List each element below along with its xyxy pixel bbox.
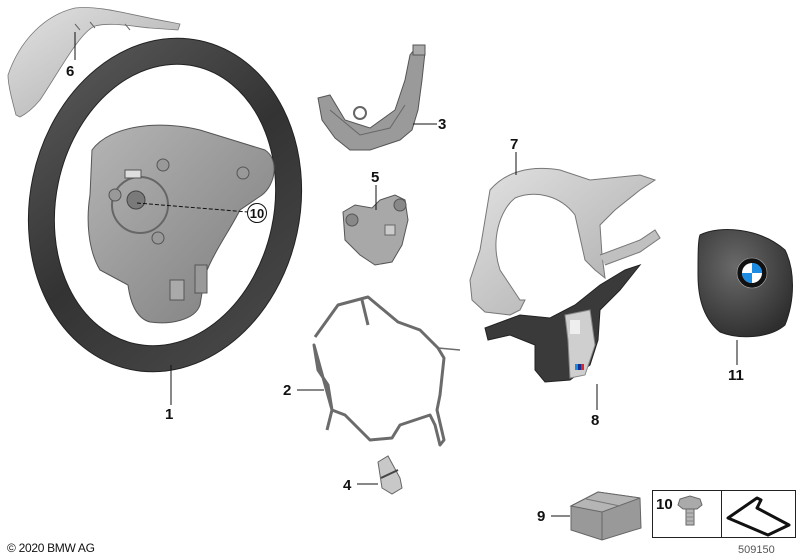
kit-frame bbox=[652, 490, 796, 538]
part-3-bracket[interactable] bbox=[317, 44, 426, 151]
callout-11[interactable]: 11 bbox=[728, 367, 744, 384]
part-6-trim-cover[interactable] bbox=[7, 7, 181, 118]
callout-10-kit[interactable]: 10 bbox=[656, 496, 673, 513]
part-7-trim-frame[interactable] bbox=[469, 167, 661, 316]
part-8-m-trim[interactable] bbox=[484, 263, 642, 383]
kit-divider bbox=[721, 490, 722, 538]
callout-10-circled[interactable]: 10 bbox=[247, 203, 267, 223]
copyright-text: © 2020 BMW AG bbox=[7, 541, 95, 555]
callout-2[interactable]: 2 bbox=[283, 382, 292, 399]
part-5-plate[interactable] bbox=[342, 194, 409, 266]
callout-8[interactable]: 8 bbox=[591, 412, 600, 429]
torque-direction-icon bbox=[726, 496, 791, 537]
callout-7[interactable]: 7 bbox=[510, 136, 519, 153]
callout-1[interactable]: 1 bbox=[165, 406, 174, 423]
part-10-bolt[interactable] bbox=[677, 495, 703, 526]
callout-5[interactable]: 5 bbox=[371, 169, 380, 186]
part-9-box[interactable] bbox=[569, 491, 642, 541]
leader-line-10 bbox=[136, 202, 249, 213]
part-2-wiring-harness[interactable] bbox=[312, 295, 461, 447]
part-1-steering-wheel[interactable] bbox=[0, 13, 332, 398]
part-4-sleeve[interactable] bbox=[377, 455, 403, 495]
diagram-number: 509150 bbox=[738, 544, 775, 556]
callout-6[interactable]: 6 bbox=[66, 63, 75, 80]
bmw-logo-icon bbox=[736, 257, 768, 289]
callout-3[interactable]: 3 bbox=[438, 116, 447, 133]
m-badge-icon bbox=[575, 364, 584, 370]
callout-9[interactable]: 9 bbox=[537, 508, 546, 525]
callout-4[interactable]: 4 bbox=[343, 477, 352, 494]
part-11-airbag[interactable] bbox=[697, 229, 793, 338]
